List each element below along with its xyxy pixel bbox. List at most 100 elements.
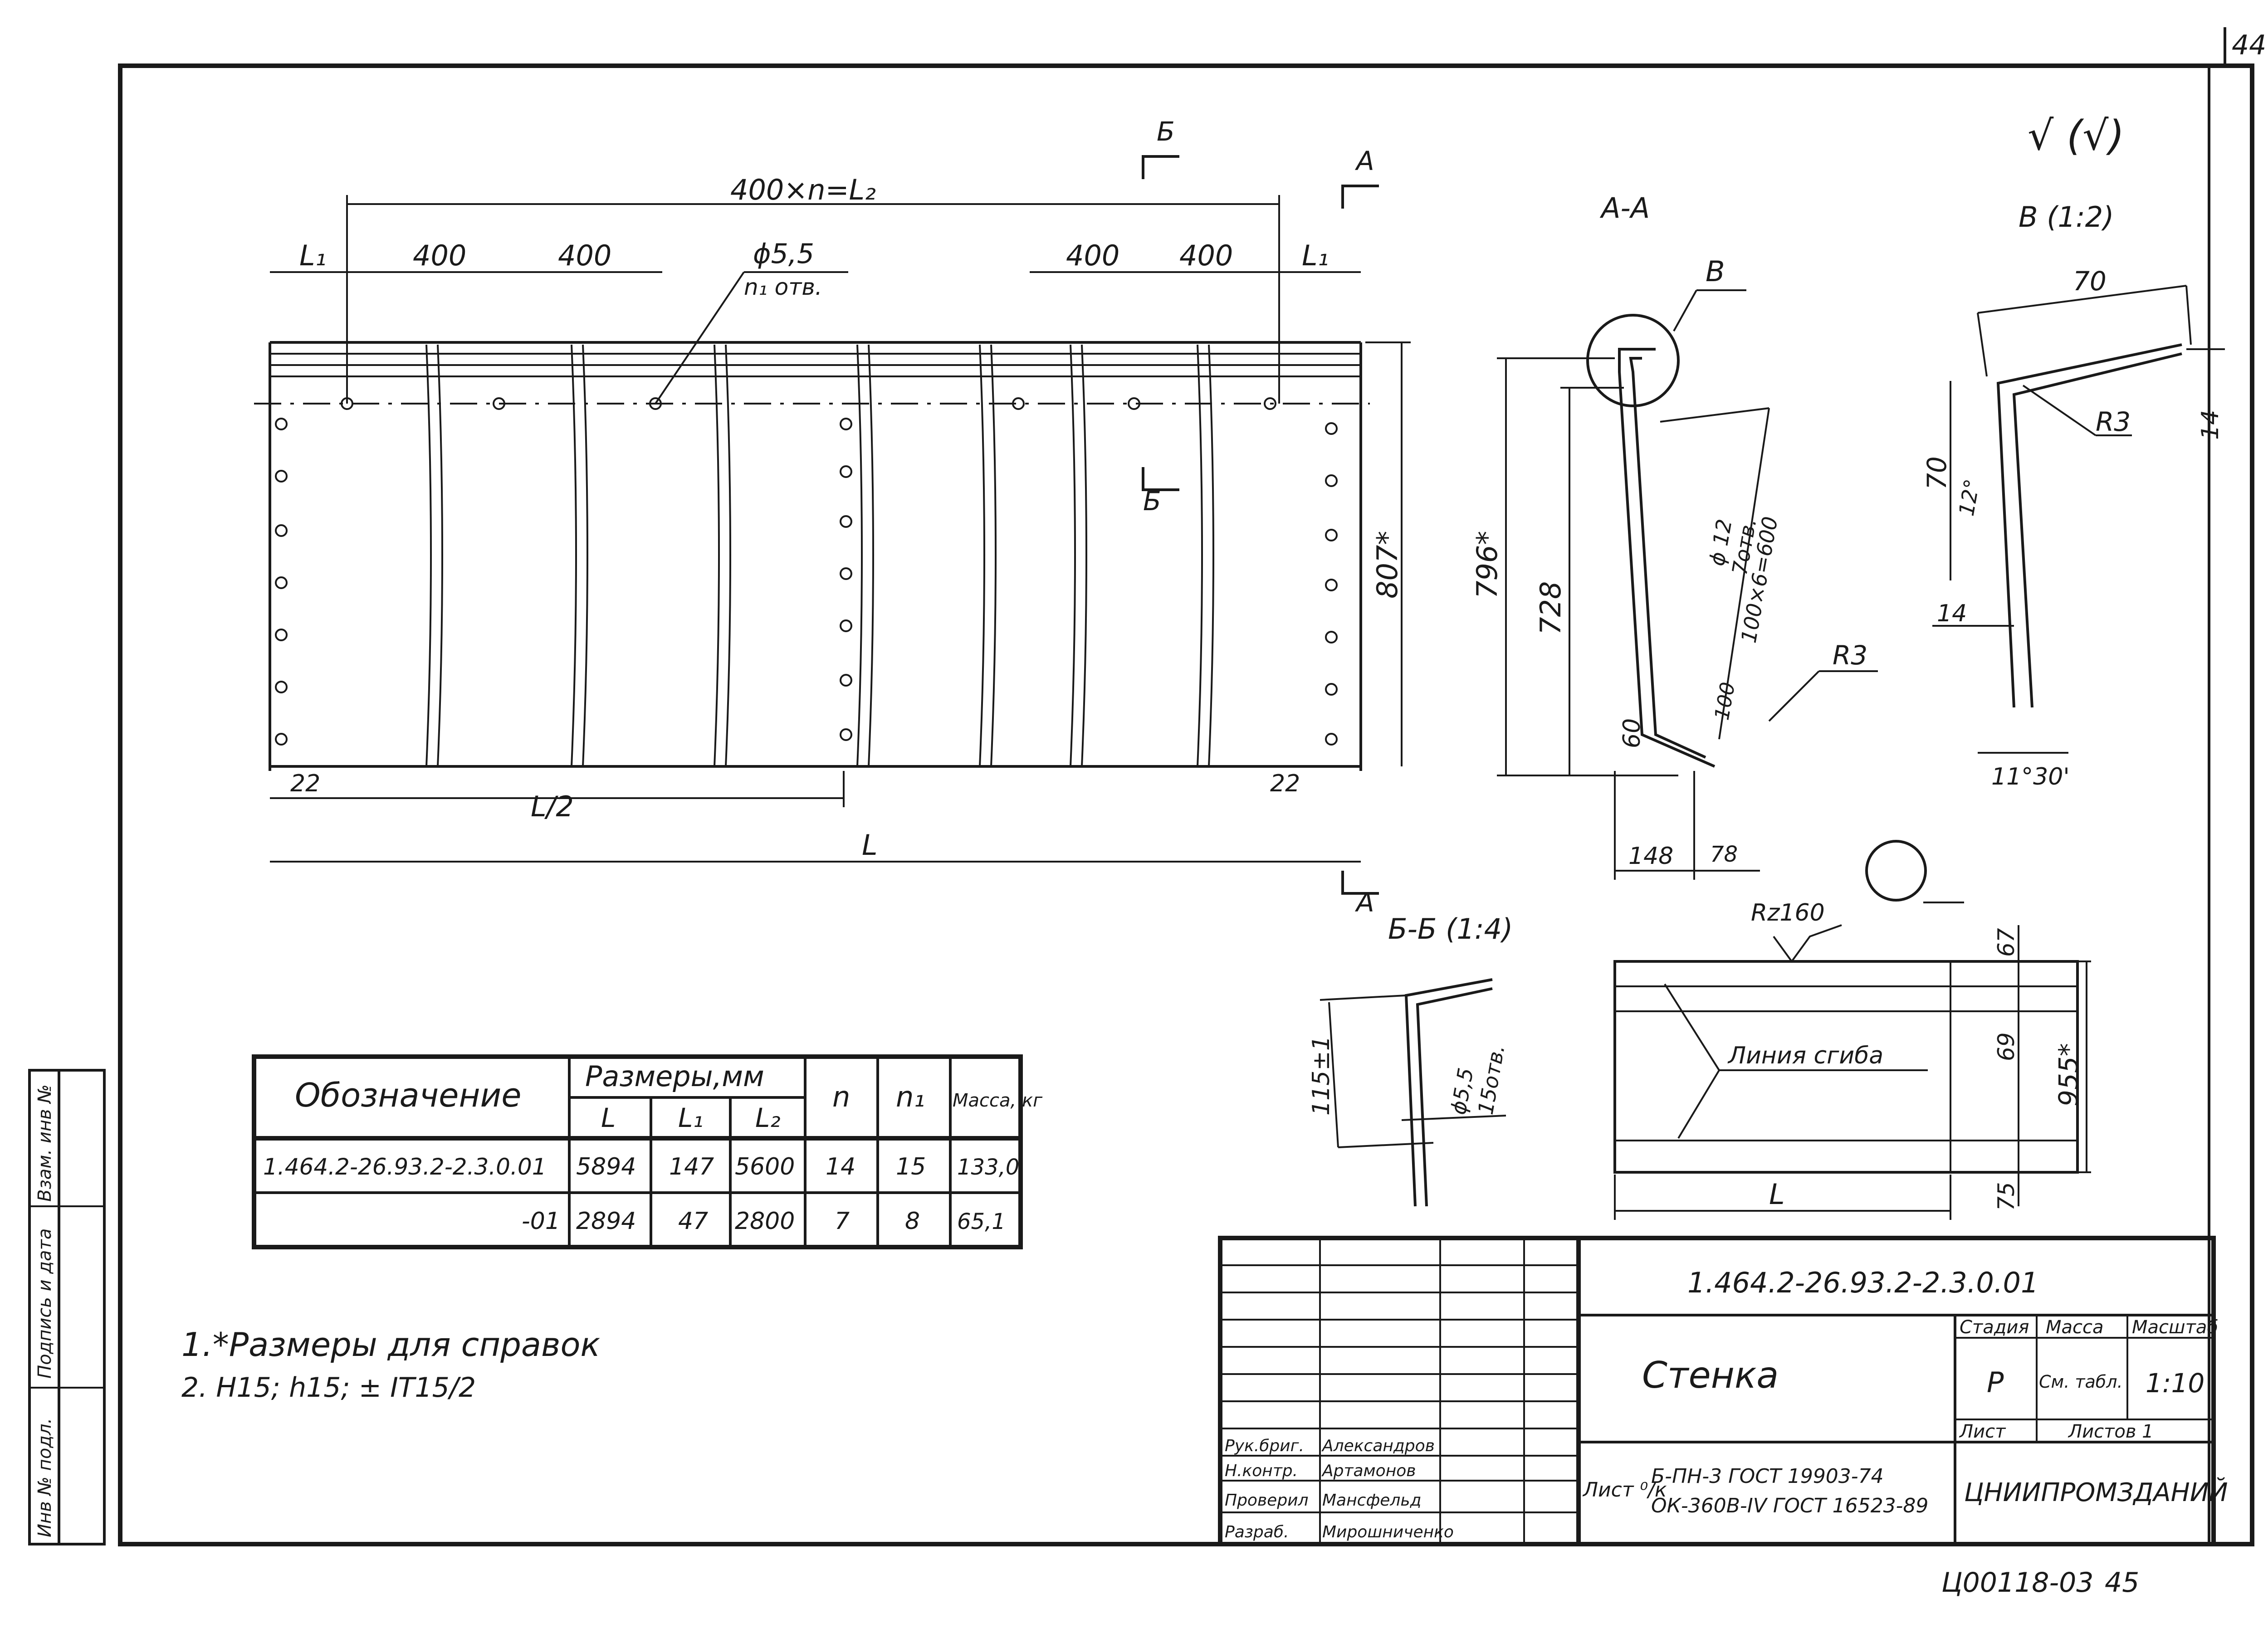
row2-mass: 65,1 <box>957 1209 1006 1234</box>
front-view: 400×n=L₂ L₁ 400 400 400 400 L₁ ϕ5,5 n₁ о… <box>254 116 1411 918</box>
detail-b-dim-14: 14 <box>2197 410 2224 440</box>
tb-name-2: Артамонов <box>1321 1462 1416 1480</box>
page-number: 45 <box>2105 1567 2139 1599</box>
tb-role-1: Рук.бриг. <box>1225 1437 1304 1455</box>
tb-role-2: Н.контр. <box>1225 1462 1298 1480</box>
tb-material-label: Лист ⁰/к <box>1582 1478 1667 1502</box>
note-1: 1.*Размеры для справок <box>181 1326 600 1364</box>
dim-top: 400×n=L₂ <box>730 173 876 206</box>
stamp-vzam-inv: Взам. инв № <box>34 1084 55 1202</box>
row2-l: 2894 <box>576 1208 636 1235</box>
dim-height: 807* <box>1371 531 1404 599</box>
section-aa-dim-60: 60 <box>1618 718 1646 748</box>
section-aa-dim-78: 78 <box>1710 842 1738 867</box>
th-n1: n₁ <box>896 1080 925 1113</box>
section-aa: А-А В 796* 728 60 148 78 ϕ 12 7отв. 100×… <box>1471 191 1878 880</box>
blank-dim-955: 955* <box>2053 1043 2084 1107</box>
mark-a-bottom: А <box>1354 887 1374 918</box>
dim-22-right: 22 <box>1270 770 1300 797</box>
row1-l: 5894 <box>576 1153 636 1180</box>
tb-stage-label: Стадия <box>1960 1317 2029 1338</box>
section-aa-dim-728: 728 <box>1534 581 1567 635</box>
dim-l1-left: L₁ <box>299 239 326 272</box>
mark-a-top: А <box>1354 146 1374 176</box>
row2-l1: 47 <box>678 1208 708 1235</box>
row1-l2: 5600 <box>735 1153 795 1180</box>
th-mass: Масса, кг <box>953 1090 1043 1111</box>
sheet-number: 44 <box>2232 29 2266 61</box>
row1-n: 14 <box>826 1153 855 1180</box>
tb-scale: 1:10 <box>2146 1368 2204 1399</box>
blank-dim-69: 69 <box>1993 1032 2019 1061</box>
notes: 1.*Размеры для справок 2. H15; h15; ± IT… <box>181 1326 600 1404</box>
th-l: L <box>601 1102 616 1133</box>
tb-role-4: Разраб. <box>1225 1523 1289 1541</box>
mark-b-bottom: Б <box>1143 486 1161 517</box>
dim-400-d: 400 <box>1179 239 1233 272</box>
tb-mass-label: Масса <box>2046 1317 2104 1338</box>
detail-b: √ (√) В (1:2) 70 14 R3 70 12° 14 11°30' <box>1921 112 2225 790</box>
tb-material-2: ОК-360В-IV ГОСТ 16523-89 <box>1651 1494 1928 1517</box>
detail-b-angle-12: 12° <box>1954 477 1984 518</box>
dim-400-a: 400 <box>413 239 466 272</box>
blank-dim-length: L <box>1769 1178 1785 1211</box>
row2-n1: 8 <box>905 1208 920 1235</box>
blank-roughness: Rz160 <box>1751 899 1825 926</box>
stamp-sign-date: Подпись и дата <box>34 1228 55 1379</box>
detail-b-dim-70-side: 70 <box>1921 456 1952 490</box>
dim-22-left: 22 <box>290 770 320 797</box>
row2-designation: -01 <box>522 1208 560 1235</box>
section-aa-callout: В <box>1706 255 1725 288</box>
blank-view: Rz160 Линия сгиба 67 69 75 955* L <box>1613 840 2091 1220</box>
front-hole-count: n₁ отв. <box>744 274 822 300</box>
detail-b-angle-bottom: 11°30' <box>1991 763 2070 790</box>
tb-designation: 1.464.2-26.93.2-2.3.0.01 <box>1687 1266 2038 1299</box>
tb-role-3: Проверил <box>1225 1491 1309 1510</box>
th-n: n <box>832 1080 850 1113</box>
dim-half: L/2 <box>531 790 574 823</box>
th-sizes: Размеры,мм <box>585 1060 764 1093</box>
tb-sheets-label: Листов 1 <box>2068 1421 2154 1442</box>
tb-name-1: Александров <box>1321 1437 1435 1455</box>
tb-name-3: Мансфельд <box>1322 1491 1422 1510</box>
spec-table: Обозначение Размеры,мм L L₁ L₂ n n₁ Масс… <box>252 1054 1043 1249</box>
section-aa-radius: R3 <box>1833 640 1867 671</box>
tb-material-1: Б-ПН-3 ГОСТ 19903-74 <box>1651 1465 1884 1488</box>
tb-scale-label: Масштаб <box>2132 1317 2218 1338</box>
dim-l1-right: L₁ <box>1302 239 1329 272</box>
detail-b-dim-14-lower: 14 <box>1937 600 1967 627</box>
blank-dim-67: 67 <box>1993 928 2019 957</box>
dim-400-b: 400 <box>558 239 611 272</box>
section-aa-title: А-А <box>1599 191 1650 224</box>
detail-b-dim-70-top: 70 <box>2073 266 2107 297</box>
note-2: 2. H15; h15; ± IT15/2 <box>181 1372 476 1404</box>
section-bb: Б-Б (1:4) 115±1 ϕ5,5 15отв. <box>1308 912 1513 1207</box>
tb-mass: См. табл. <box>2039 1372 2123 1392</box>
tb-stage: Р <box>1987 1366 2004 1399</box>
th-l1: L₁ <box>678 1102 704 1133</box>
tb-organization: ЦНИИПРОМЗДАНИЙ <box>1964 1478 2228 1507</box>
tb-sheet-label: Лист <box>1959 1421 2006 1442</box>
outer-frame <box>118 63 2254 1546</box>
detail-b-title: В (1:2) <box>2019 200 2114 234</box>
row2-l2: 2800 <box>735 1208 795 1235</box>
row2-n: 7 <box>835 1208 850 1235</box>
section-bb-dim-115: 115±1 <box>1308 1036 1335 1116</box>
tb-name-4: Мирошниченко <box>1322 1523 1454 1541</box>
section-aa-dim-796: 796* <box>1471 531 1504 599</box>
section-aa-dim-100: 100 <box>1711 680 1740 722</box>
section-bb-hole-count: 15отв. <box>1473 1043 1510 1116</box>
th-l2: L₂ <box>755 1102 781 1133</box>
row1-l1: 147 <box>669 1153 714 1180</box>
stamp-inv-podl: Инв № подл. <box>34 1418 55 1537</box>
dim-400-c: 400 <box>1066 239 1119 272</box>
dim-length: L <box>862 829 878 862</box>
row1-n1: 15 <box>896 1153 926 1180</box>
row1-designation: 1.464.2-26.93.2-2.3.0.01 <box>263 1154 547 1180</box>
tb-name: Стенка <box>1642 1354 1779 1396</box>
row1-mass: 133,0 <box>957 1155 1019 1180</box>
roughness-symbol: √ (√) <box>2028 112 2125 160</box>
detail-callout-circle <box>1586 314 1680 407</box>
page-code: Ц00118-03 <box>1941 1567 2093 1599</box>
